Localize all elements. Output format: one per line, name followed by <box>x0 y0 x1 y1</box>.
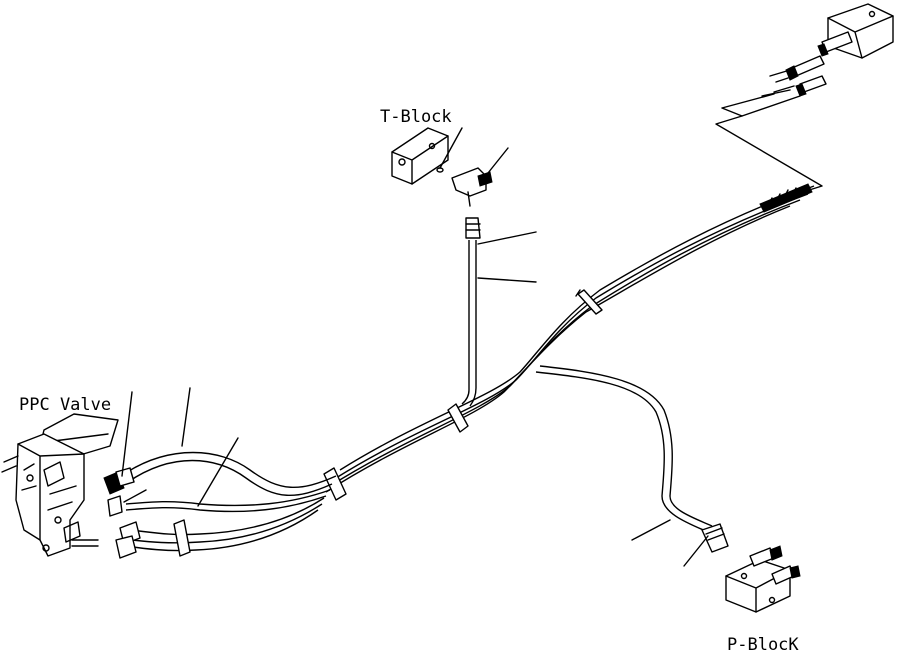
ppc-valve-label: PPC Valve <box>19 395 111 415</box>
p-block-hose <box>535 365 729 553</box>
ppc-valve-hoses <box>103 451 337 559</box>
leader-line <box>477 277 537 283</box>
main-hose-bundle <box>323 183 815 501</box>
t-block <box>391 127 493 207</box>
ppc-valve <box>1 413 119 557</box>
t-block-hose <box>461 217 481 407</box>
upper-right-valve-block <box>785 3 894 97</box>
leader-line <box>123 489 147 503</box>
leader-line <box>121 391 133 477</box>
leader-line <box>439 127 463 169</box>
leader-line <box>181 387 191 447</box>
leader-line <box>197 437 239 507</box>
t-block-label: T-Block <box>380 107 452 127</box>
p-block-label: P-BlocK <box>727 635 799 654</box>
p-block <box>725 545 801 613</box>
leader-line <box>631 519 671 541</box>
leader-line <box>683 535 709 567</box>
leader-line <box>477 231 537 245</box>
leader-line <box>483 147 509 179</box>
